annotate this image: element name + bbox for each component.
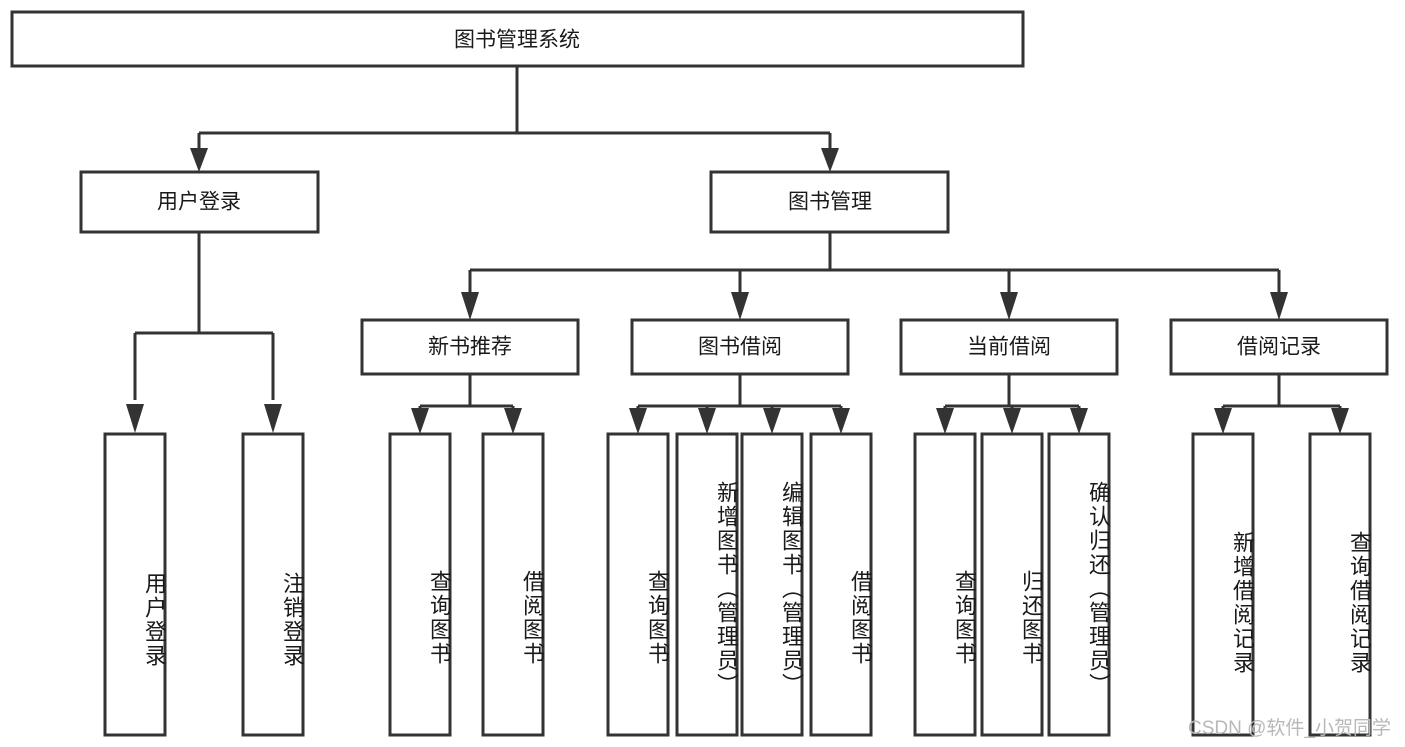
leaf-box-confirm-return[interactable] — [1047, 432, 1111, 737]
leaf-box-borrow-book-a[interactable] — [481, 432, 545, 737]
leaf-box-query-record[interactable] — [1308, 432, 1372, 737]
node-book-borrow[interactable]: 图书借阅 — [630, 318, 850, 376]
node-root-label: 图书管理系统 — [454, 29, 580, 52]
arrow-head-icon — [1270, 292, 1288, 320]
arrow-head-icon — [504, 408, 522, 434]
leaf-box-query-book-c[interactable] — [913, 432, 977, 737]
node-book-management-label: 图书管理 — [788, 191, 872, 214]
node-root-system[interactable]: 图书管理系统 — [10, 10, 1025, 68]
node-book-borrow-label: 图书借阅 — [698, 336, 782, 359]
arrow-head-icon — [936, 408, 954, 434]
leaf-box-add-book-admin[interactable] — [675, 432, 739, 737]
connectors-book-mgmt-to-level3 — [461, 232, 1288, 320]
node-new-book-recommend-label: 新书推荐 — [428, 336, 512, 359]
arrow-head-icon — [1003, 408, 1021, 434]
connectors-book-borrow-to-leaves — [629, 374, 850, 434]
node-current-borrow-label: 当前借阅 — [967, 336, 1051, 359]
arrow-head-icon — [190, 148, 208, 172]
arrow-head-icon — [1214, 408, 1232, 434]
node-borrow-record-label: 借阅记录 — [1237, 336, 1321, 359]
arrow-head-icon — [629, 408, 647, 434]
leaf-box-user-login[interactable] — [103, 432, 167, 737]
arrow-head-icon — [1000, 292, 1018, 320]
leaf-box-query-book-a[interactable] — [388, 432, 452, 737]
arrow-head-icon — [461, 292, 479, 320]
node-new-book-recommend[interactable]: 新书推荐 — [360, 318, 580, 376]
arrow-head-icon — [264, 404, 282, 433]
connectors-user-login-to-leaves — [126, 232, 282, 433]
leaf-box-query-book-b[interactable] — [606, 432, 670, 737]
watermark-text: CSDN @软件_小贺同学 — [1188, 718, 1391, 739]
arrow-head-icon — [1070, 408, 1088, 434]
connectors-borrow-record-to-leaves — [1214, 374, 1349, 434]
arrow-head-icon — [731, 292, 749, 320]
node-borrow-record[interactable]: 借阅记录 — [1169, 318, 1389, 376]
node-current-borrow[interactable]: 当前借阅 — [899, 318, 1119, 376]
arrow-head-icon — [1331, 408, 1349, 434]
arrow-head-icon — [698, 408, 716, 434]
connectors-new-book-rec-to-leaves — [411, 374, 522, 434]
connectors-root-to-level2 — [190, 66, 839, 172]
leaf-box-add-record[interactable] — [1191, 432, 1255, 737]
arrow-head-icon — [763, 408, 781, 434]
arrow-head-icon — [126, 404, 144, 433]
leaf-boxes-group — [103, 432, 1372, 737]
leaf-box-edit-book-admin[interactable] — [740, 432, 804, 737]
leaf-box-return-book[interactable] — [980, 432, 1044, 737]
node-book-management[interactable]: 图书管理 — [709, 170, 950, 234]
leaf-box-borrow-book-b[interactable] — [809, 432, 873, 737]
arrow-head-icon — [821, 148, 839, 172]
connectors-current-borrow-to-leaves — [936, 374, 1088, 434]
node-user-login[interactable]: 用户登录 — [79, 170, 320, 234]
arrow-head-icon — [411, 408, 429, 434]
arrow-head-icon — [832, 408, 850, 434]
leaf-box-logout[interactable] — [241, 432, 305, 737]
node-user-login-label: 用户登录 — [157, 191, 241, 214]
